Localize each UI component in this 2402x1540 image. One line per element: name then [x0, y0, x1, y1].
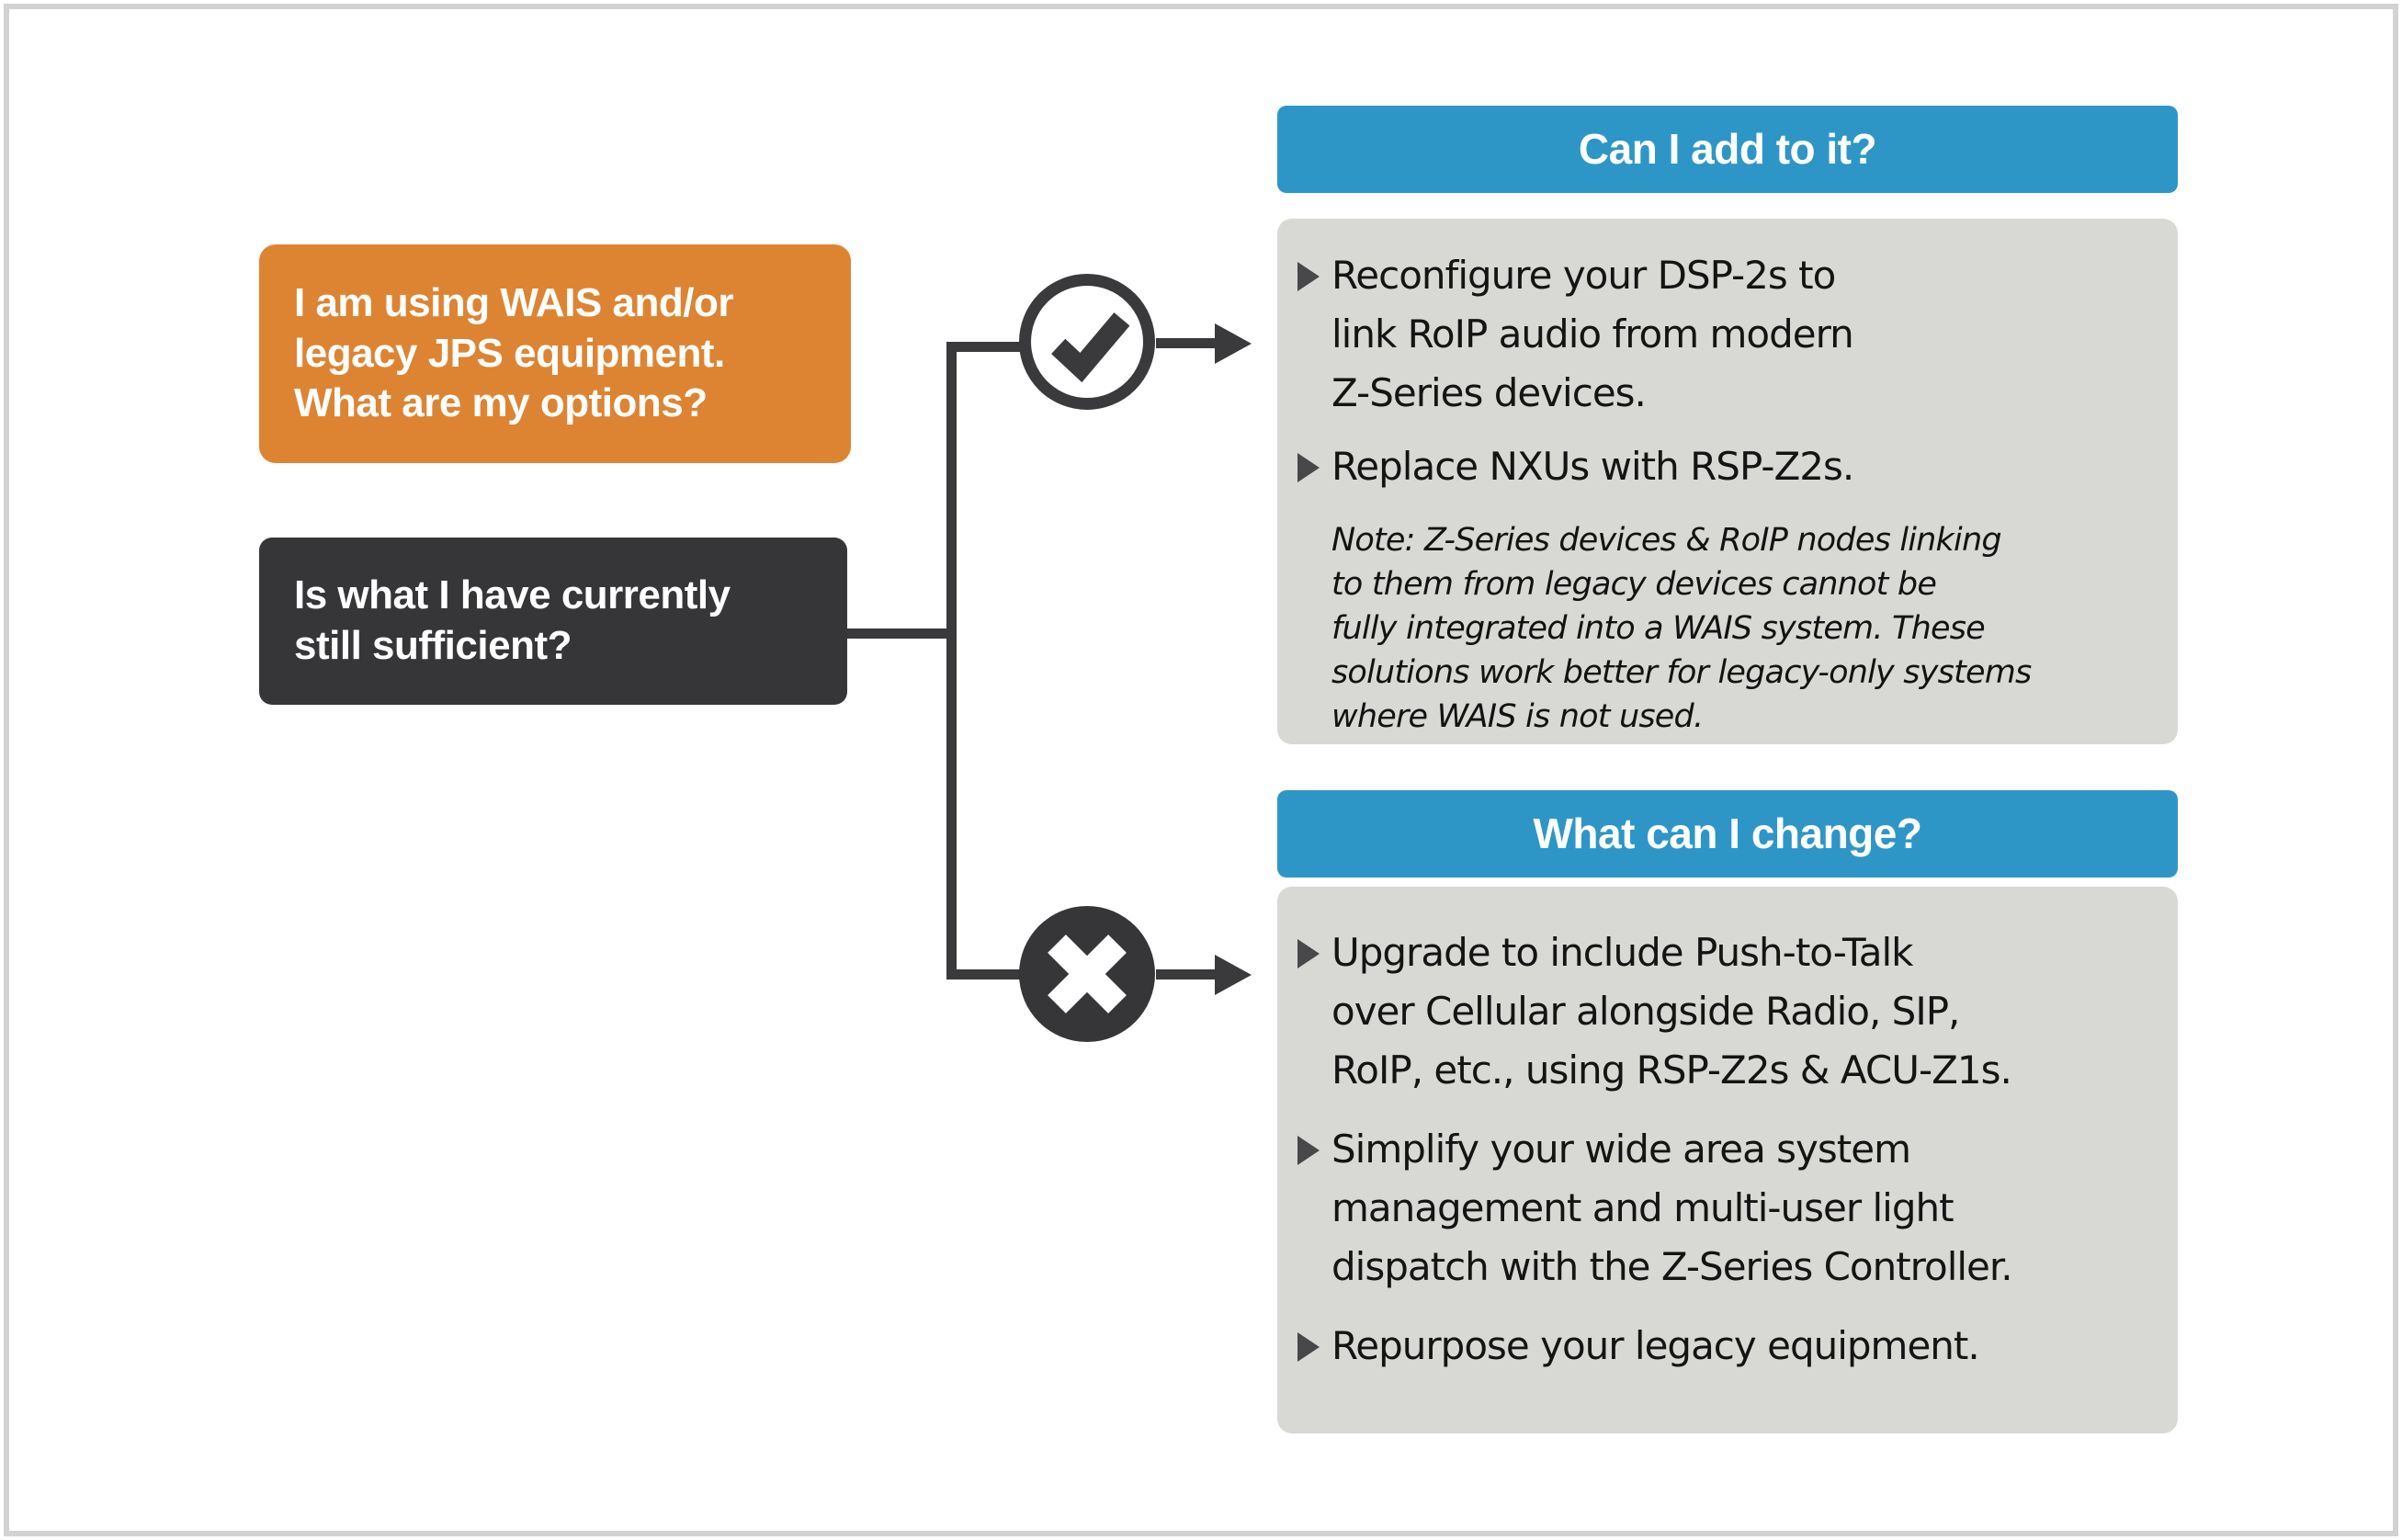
no-branch-header: What can I change?: [1277, 790, 2178, 878]
no-arrow-line: [1156, 969, 1217, 979]
bullet-triangle-icon: [1297, 939, 1320, 968]
yes-branch-header: Can I add to it?: [1277, 106, 2178, 193]
bullet-triangle-icon: [1297, 1332, 1320, 1362]
list-item: Repurpose your legacy equipment.: [1297, 1317, 2147, 1376]
yes-arrow-line: [1156, 338, 1217, 348]
yes-arrow-head: [1215, 323, 1252, 364]
x-icon: [1048, 934, 1127, 1013]
no-branch-panel: Upgrade to include Push-to-Talk over Cel…: [1277, 887, 2178, 1433]
note-text: Note: Z-Series devices & RoIP nodes link…: [1331, 522, 2032, 735]
bullet-text: Replace NXUs with RSP-Z2s.: [1331, 444, 1854, 489]
no-arrow-head: [1215, 955, 1252, 995]
bullet-triangle-icon: [1297, 1136, 1320, 1165]
list-item: Upgrade to include Push-to-Talk over Cel…: [1297, 923, 2147, 1100]
connector-from-decision: [847, 628, 954, 639]
yes-circle: [1019, 274, 1155, 410]
question-box: I am using WAIS and/or legacy JPS equipm…: [259, 244, 851, 463]
bullet-text: Simplify your wide area system managemen…: [1331, 1127, 2013, 1289]
decision-box: Is what I have currently still sufficien…: [259, 538, 847, 705]
question-box-text: I am using WAIS and/or legacy JPS equipm…: [294, 280, 733, 426]
no-circle: [1019, 906, 1155, 1042]
bullet-triangle-icon: [1297, 453, 1320, 482]
bullet-text: Upgrade to include Push-to-Talk over Cel…: [1331, 930, 2012, 1093]
decision-box-text: Is what I have currently still sufficien…: [294, 572, 731, 668]
list-item: Simplify your wide area system managemen…: [1297, 1120, 2147, 1297]
page-border: [4, 4, 2398, 1536]
yes-branch-panel: Reconfigure your DSP-2s to link RoIP aud…: [1277, 219, 2178, 744]
bullet-triangle-icon: [1297, 262, 1320, 291]
connector-to-yes: [946, 342, 1022, 352]
connector-to-no: [946, 969, 1024, 979]
bullet-text: Repurpose your legacy equipment.: [1331, 1323, 1980, 1368]
check-icon: [1051, 312, 1130, 383]
connector-vertical: [946, 342, 957, 979]
list-item: Reconfigure your DSP-2s to link RoIP aud…: [1297, 246, 2147, 423]
list-item: Replace NXUs with RSP-Z2s.: [1297, 437, 2147, 496]
bullet-text: Reconfigure your DSP-2s to link RoIP aud…: [1331, 253, 1854, 415]
